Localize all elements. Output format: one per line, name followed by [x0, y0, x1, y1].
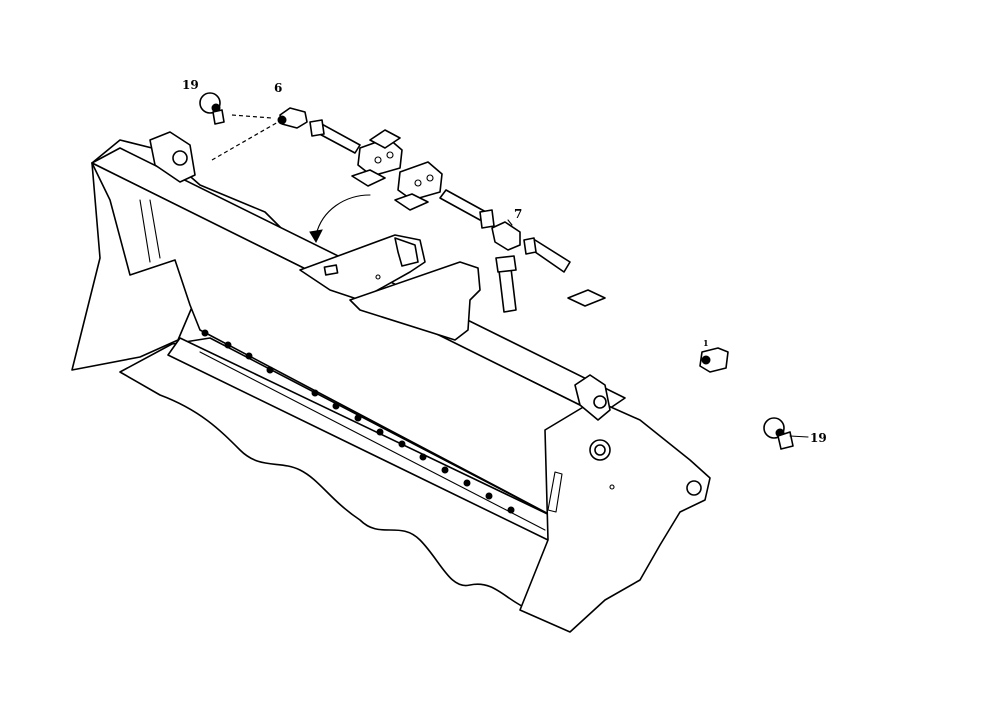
bolt	[463, 479, 471, 487]
right-small-hole	[609, 484, 615, 490]
bolt	[266, 366, 274, 374]
hose-clamp-top	[199, 92, 225, 125]
plug-part-1	[699, 347, 729, 373]
clamp-block-2-hole	[426, 174, 434, 182]
bucket-right-side-plate	[519, 399, 711, 633]
clamp-base-plate-2	[394, 193, 429, 211]
hose-nut-2	[479, 209, 495, 229]
right-slot	[547, 471, 563, 513]
bolt	[201, 329, 209, 337]
dashed-leader	[211, 117, 286, 161]
direction-arrow	[315, 194, 371, 236]
clamp-base-plate-1	[351, 169, 386, 187]
hose-nut	[309, 119, 325, 137]
dashed-leader-2	[231, 114, 273, 119]
bolt	[376, 428, 384, 436]
bolt	[507, 506, 515, 514]
hose-nut-4	[495, 255, 517, 273]
right-pin-hole-inner	[594, 444, 606, 456]
plug-face	[701, 355, 711, 365]
bucket-body	[71, 131, 711, 633]
bolt	[419, 453, 427, 461]
bolt-row	[201, 329, 515, 514]
coupler-hook-left	[394, 237, 419, 267]
hose-clamp-right	[763, 417, 794, 450]
left-slot-line-2	[149, 199, 161, 259]
label-plug-1: 1	[703, 338, 709, 348]
bolt	[354, 414, 362, 422]
loose-base-plate	[567, 289, 606, 307]
clamp-block-1-hole	[386, 151, 394, 159]
label-tee-7: 7	[514, 207, 522, 221]
clamp-bolt-right	[777, 431, 794, 450]
bucket-floor	[119, 337, 601, 631]
bolt	[245, 352, 253, 360]
bolt	[441, 466, 449, 474]
leader-clamp-right	[789, 435, 809, 438]
clamp-block-1-hole	[374, 156, 382, 164]
clamp-block-2-hole	[414, 179, 422, 187]
label-clamp-right: 19	[810, 431, 827, 445]
direction-arrowhead	[309, 229, 323, 244]
coupler-bracket-right	[349, 261, 481, 341]
bolt	[485, 492, 493, 500]
clamp-cover-plate	[369, 129, 401, 149]
hose-assembly	[211, 107, 606, 313]
coupler-block	[323, 264, 339, 276]
bolt	[224, 341, 232, 349]
bolt	[311, 389, 319, 397]
hose-nut-3	[523, 237, 537, 255]
clamp-bolt-top	[212, 109, 225, 125]
label-clamp-top: 19	[182, 78, 199, 92]
coupler-hole	[375, 274, 381, 280]
tee-fitting-7	[491, 221, 521, 251]
left-slot-line	[139, 199, 151, 263]
bolt	[398, 440, 406, 448]
left-hinge-bore	[172, 150, 188, 166]
right-hinge-bore	[593, 395, 607, 409]
hose-segment-middle	[439, 189, 487, 221]
right-hinge-ear	[574, 374, 611, 421]
plug-body	[699, 347, 729, 373]
label-fitting-6: 6	[274, 81, 282, 95]
tee-leader	[507, 219, 513, 226]
bolt	[332, 402, 340, 410]
coupler-bracket-left	[299, 234, 426, 301]
right-lug-hole	[686, 480, 702, 496]
cutting-edge-line	[199, 351, 546, 531]
